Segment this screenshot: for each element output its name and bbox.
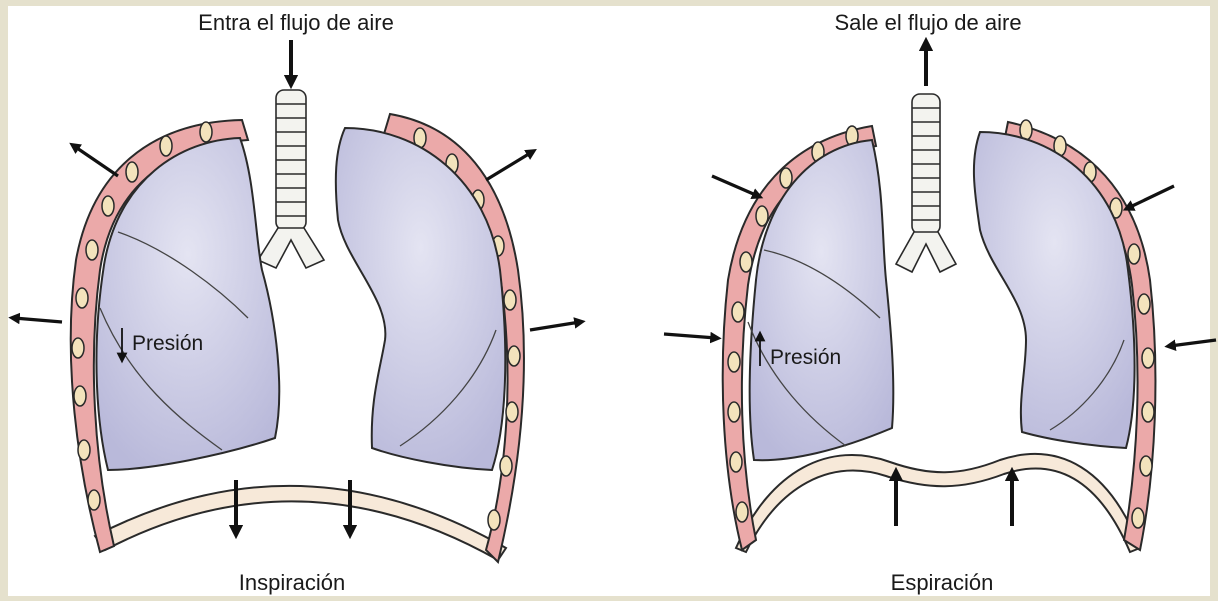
inspiration-top-label: Entra el flujo de aire — [198, 10, 394, 35]
inspiration-bottom-label: Inspiración — [239, 570, 345, 595]
inspiration-pressure-label: Presión — [132, 332, 203, 355]
expiration-top-label: Sale el flujo de aire — [834, 10, 1021, 35]
expiration-pressure-label: Presión — [770, 346, 841, 369]
expiration-bottom-label: Espiración — [891, 570, 994, 595]
